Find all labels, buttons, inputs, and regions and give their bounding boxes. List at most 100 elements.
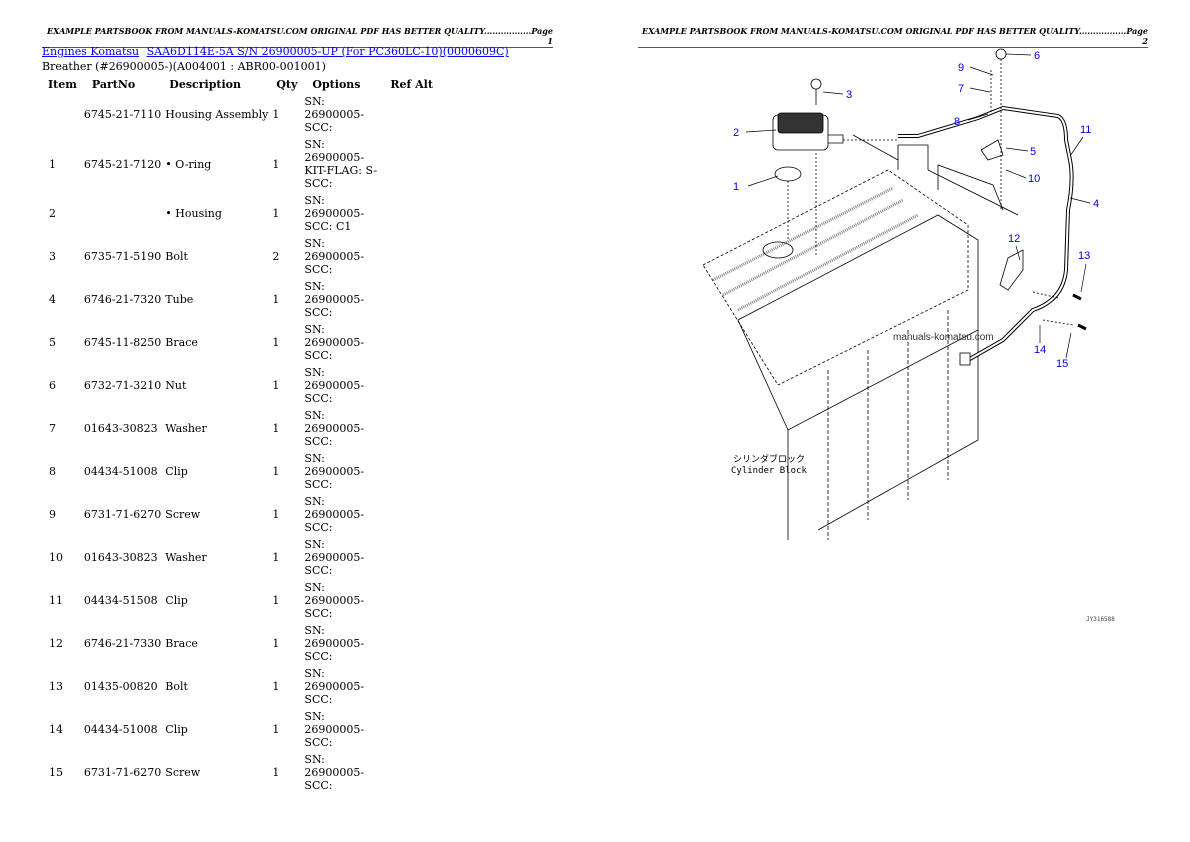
cell-item: 14 <box>49 723 63 736</box>
cell-description: Screw <box>165 508 201 521</box>
cell-qty: 2 <box>272 250 280 263</box>
callout-leader-line <box>1069 136 1084 157</box>
cell-item: 13 <box>49 680 63 693</box>
cell-item: 4 <box>49 293 56 306</box>
cell-options: SN: 26900005- SCC: <box>304 581 365 620</box>
cell-qty: 1 <box>272 766 280 779</box>
cell-ref-alt <box>384 622 438 665</box>
cell-ref-alt <box>384 407 438 450</box>
cell-ref-alt <box>384 321 438 364</box>
callout-2: 2 <box>733 127 739 139</box>
cell-qty: 1 <box>272 508 280 521</box>
cell-item: 15 <box>49 766 63 779</box>
cell-description: Clip <box>165 723 188 736</box>
callout-leader-line <box>969 66 994 76</box>
breadcrumb-link-model[interactable]: SAA6D114E-5A S/N 26900005-UP (For PC360L… <box>146 45 509 58</box>
callout-12: 12 <box>1008 233 1020 245</box>
cell-qty: 1 <box>272 293 280 306</box>
cell-ref-alt <box>384 93 438 136</box>
cell-partno: 01435-00820 <box>83 680 158 693</box>
cell-description: Washer <box>165 551 207 564</box>
cell-partno: 04434-51508 <box>83 594 158 607</box>
callout-11: 11 <box>1080 124 1091 136</box>
cell-options: SN: 26900005- SCC: <box>304 753 365 792</box>
table-header: Item PartNo Description Qty Options Ref … <box>42 76 438 93</box>
cell-description: Clip <box>165 465 188 478</box>
col-description: Description <box>169 78 241 91</box>
label-jp: シリンダブロック <box>733 453 805 465</box>
cell-options: SN: 26900005- SCC: <box>304 624 365 663</box>
cell-partno: 6745-21-7110 <box>83 108 162 121</box>
cell-partno: 01643-30823 <box>83 422 158 435</box>
cell-partno: 01643-30823 <box>83 551 158 564</box>
cell-options: SN: 26900005- SCC: <box>304 667 365 706</box>
cell-qty: 1 <box>272 465 280 478</box>
cell-description: Washer <box>165 422 207 435</box>
breadcrumb: Engines Komatsu SAA6D114E-5A S/N 2690000… <box>42 45 513 58</box>
cell-ref-alt <box>384 278 438 321</box>
cell-item: 12 <box>49 637 63 650</box>
cell-qty: 1 <box>272 637 280 650</box>
cell-description: Screw <box>165 766 201 779</box>
cell-partno: 6746-21-7330 <box>83 637 162 650</box>
callout-14: 14 <box>1034 344 1046 356</box>
callout-leader-line <box>822 91 844 95</box>
cell-options: SN: 26900005- SCC: C1 <box>304 194 365 233</box>
cell-ref-alt <box>384 493 438 536</box>
cell-options: SN: 26900005- SCC: <box>304 280 365 319</box>
parts-table: Item PartNo Description Qty Options Ref … <box>42 76 438 794</box>
cell-ref-alt <box>384 364 438 407</box>
cell-partno: 6746-21-7320 <box>83 293 162 306</box>
callout-leader-line <box>1015 245 1021 261</box>
cell-ref-alt <box>384 536 438 579</box>
cell-item: 9 <box>49 508 56 521</box>
cell-partno: 04434-51008 <box>83 465 158 478</box>
cell-options: SN: 26900005- SCC: <box>304 538 365 577</box>
cell-qty: 1 <box>272 680 280 693</box>
cell-partno: 6731-71-6270 <box>83 508 162 521</box>
cell-qty: 1 <box>272 422 280 435</box>
cell-ref-alt <box>384 751 438 794</box>
breadcrumb-link-engines[interactable]: Engines Komatsu <box>42 45 140 58</box>
cell-item: 3 <box>49 250 56 263</box>
cell-item: 10 <box>49 551 63 564</box>
col-ref-alt: Ref Alt <box>390 78 433 91</box>
cell-options: SN: 26900005- SCC: <box>304 409 365 448</box>
cell-description: Nut <box>165 379 187 392</box>
cell-item: 7 <box>49 422 56 435</box>
cell-qty: 1 <box>272 157 280 171</box>
cell-ref-alt <box>384 235 438 278</box>
callout-9: 9 <box>958 62 964 74</box>
drawing-code: JY316588 <box>1086 616 1115 623</box>
callout-6: 6 <box>1034 50 1040 62</box>
watermark: manuals-komatsu.com <box>893 332 994 343</box>
engine-drawing <box>702 48 1087 540</box>
callout-leader-line <box>747 175 779 187</box>
callout-leader-line <box>1080 263 1087 293</box>
callout-8: 8 <box>954 116 960 128</box>
cell-options: SN: 26900005- SCC: <box>304 452 365 491</box>
col-options: Options <box>312 78 361 91</box>
cell-options: SN: 26900005- KIT-FLAG: S- SCC: <box>304 138 378 190</box>
cell-ref-alt <box>384 192 438 235</box>
cell-description: Brace <box>165 637 198 650</box>
cell-description: Bolt <box>165 250 188 263</box>
cell-item: 11 <box>49 594 63 607</box>
cell-partno: 6735-71-5190 <box>83 250 162 263</box>
cell-item: 1 <box>49 157 56 171</box>
callout-13: 13 <box>1078 250 1090 262</box>
callout-leader-line <box>1065 332 1072 359</box>
cell-partno <box>82 192 163 235</box>
callout-leader-line <box>745 129 777 133</box>
table-row: 7 01643-30823 Washer 1 SN: 26900005- SCC: <box>42 407 438 450</box>
cell-description: Clip <box>165 594 188 607</box>
